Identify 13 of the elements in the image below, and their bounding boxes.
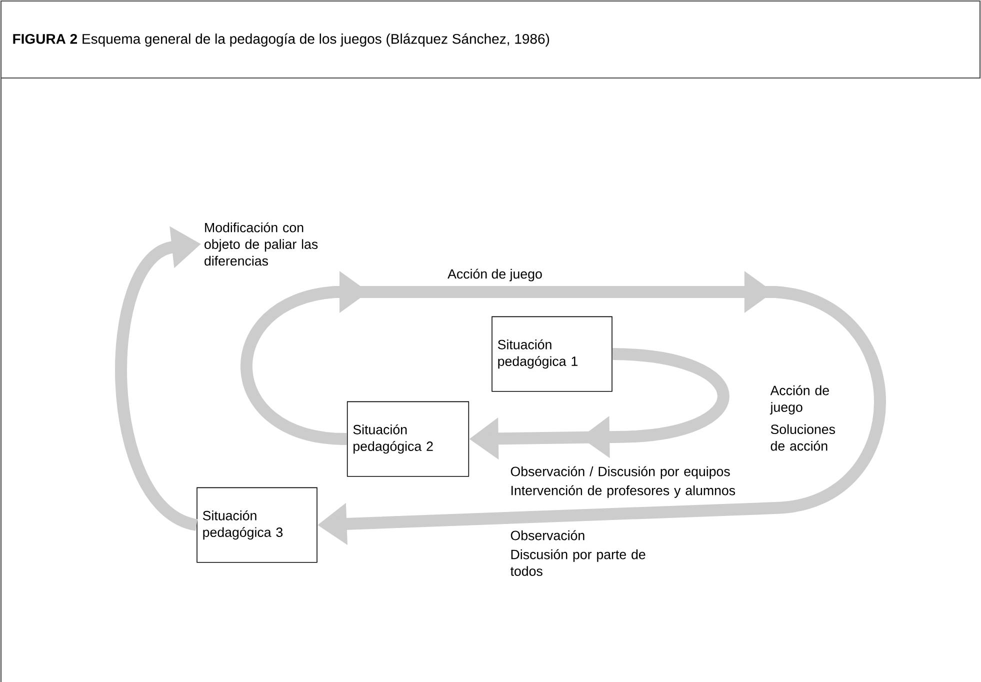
- annotation-text: Acción de juego: [770, 385, 829, 415]
- situation-box: Situación pedagógica 2: [346, 401, 470, 477]
- block-arrow: [240, 270, 886, 545]
- situation-box: Situación pedagógica 3: [196, 487, 318, 563]
- situation-box: Situación pedagógica 1: [492, 316, 612, 392]
- annotation-text: Intervención de profesores y alumnos: [512, 485, 736, 498]
- figure-title: FIGURA 2 Esquema general de la pedagogía de los juegos (Blázquez Sánchez, 1986): [13, 33, 550, 47]
- annotation-text: Soluciones de acción: [770, 424, 836, 451]
- annotation-text: Discusión por parte de todos: [510, 549, 646, 576]
- annotation-text: Observación / Discusión por equipos: [510, 466, 730, 479]
- edge-label: Acción de juego: [448, 268, 542, 282]
- note-text: Modificación con objeto de paliar las diferencias: [204, 222, 318, 266]
- annotation-text: Observación: [510, 530, 584, 540]
